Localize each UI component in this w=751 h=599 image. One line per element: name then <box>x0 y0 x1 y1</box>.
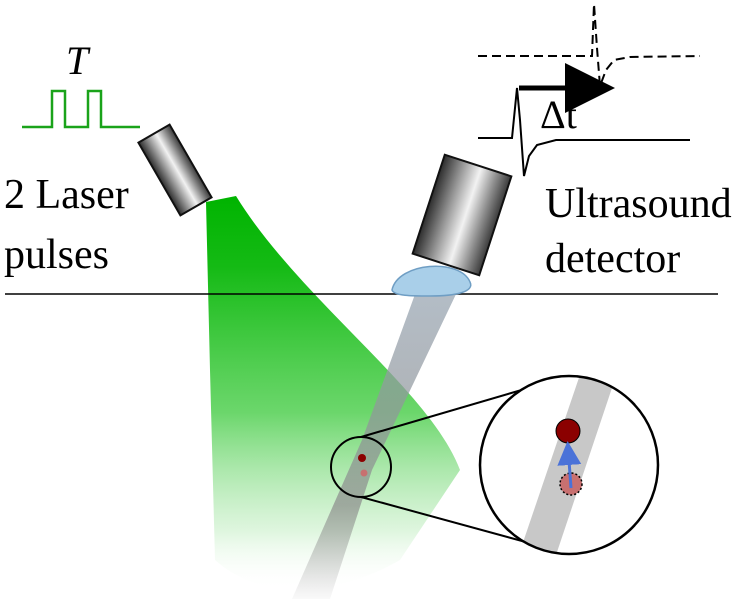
time-delay-label: Δt <box>540 92 577 137</box>
ultrasound-detector-probe <box>411 153 513 277</box>
signal-trace-delayed <box>478 3 701 87</box>
absorber-current-position-icon <box>555 418 581 444</box>
detector-label-line1: Ultrasound <box>545 181 732 227</box>
displacement-arrow-icon <box>557 441 582 489</box>
laser-pulse-train <box>22 89 140 129</box>
pulse-period-label: T <box>66 38 91 83</box>
laser-probe <box>137 123 213 217</box>
ultrasound-beam <box>292 286 458 599</box>
zoom-inset-circle <box>478 374 660 556</box>
laser-label-line1: 2 Laser <box>4 172 129 218</box>
absorber-dot-current <box>358 454 366 462</box>
absorber-dot-initial <box>360 469 368 477</box>
signal-trace-reference <box>478 87 690 177</box>
coupling-gel <box>391 265 472 297</box>
detector-label-line2: detector <box>545 236 680 282</box>
laser-label-line2: pulses <box>4 232 109 278</box>
